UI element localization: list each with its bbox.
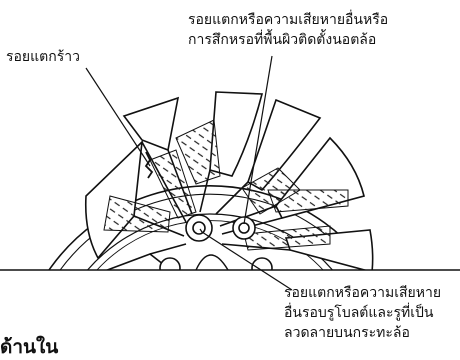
- label-damage-bolt-holes: รอยแตกหรือความเสียหาย อื่นรอบรูโบลต์และร…: [284, 283, 441, 343]
- label-damage-hub-mount: รอยแตกหรือความเสียหายอื่นหรือ การสึกหรอท…: [188, 10, 388, 50]
- bolt-hole-right: [233, 217, 255, 239]
- label-damage-bolt-holes-line-2: อื่นรอบรูโบลต์และรูที่เป็น: [284, 303, 441, 323]
- label-crack: รอยแตกร้าว: [6, 47, 80, 67]
- label-damage-bolt-holes-line-1: รอยแตกหรือความเสียหาย: [284, 283, 441, 303]
- section-heading: ด้านใน: [0, 334, 58, 360]
- label-damage-bolt-holes-line-3: ลวดลายบนกระทะล้อ: [284, 323, 441, 343]
- label-damage-hub-mount-line-1: รอยแตกหรือความเสียหายอื่นหรือ: [188, 10, 388, 30]
- label-damage-hub-mount-line-2: การสึกหรอที่พื้นผิวติดตั้งนอตล้อ: [188, 30, 388, 50]
- bolt-hole-center: [186, 215, 212, 241]
